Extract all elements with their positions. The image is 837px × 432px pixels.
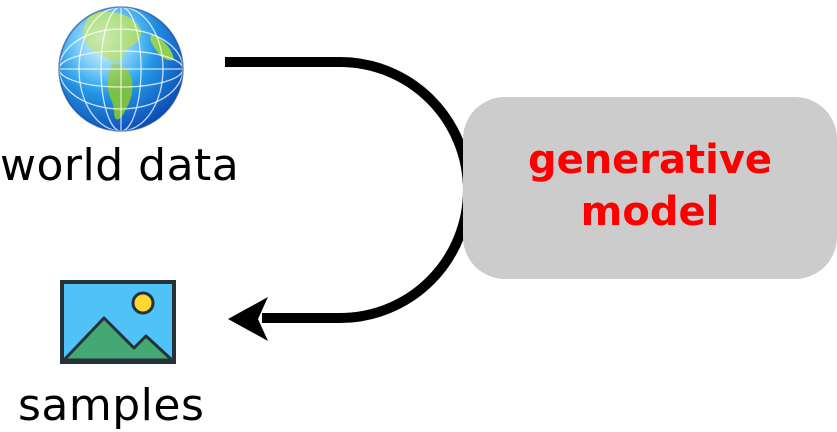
samples-label: samples: [18, 380, 205, 431]
model-label-line1: generative: [527, 137, 773, 183]
world-data-label: world data: [0, 140, 240, 191]
generative-model-box: generative model: [463, 97, 837, 279]
image-icon: [60, 280, 176, 364]
arrow-head: [228, 297, 268, 341]
model-label-line2: model: [580, 189, 720, 235]
arrow-curve: [225, 57, 473, 323]
globe-icon: [56, 4, 186, 134]
